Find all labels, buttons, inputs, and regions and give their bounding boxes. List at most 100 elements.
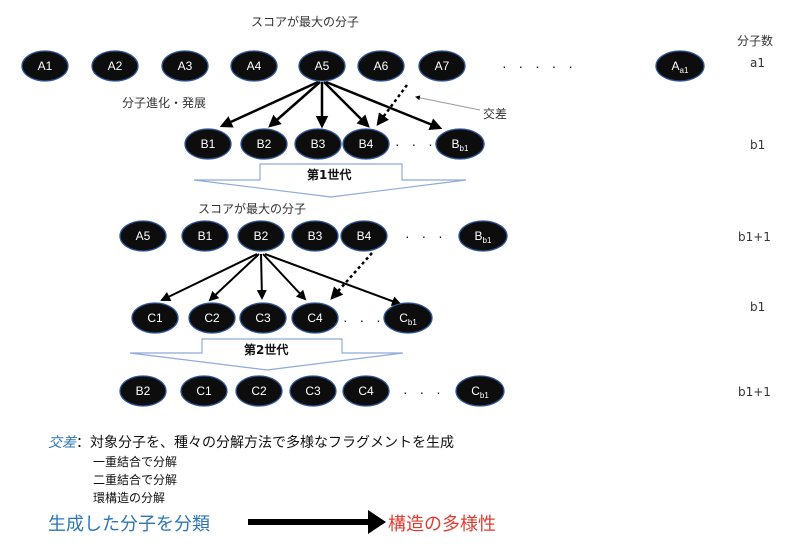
- row1-node-a7: A7: [418, 50, 466, 82]
- note-item-3: 環構造の分解: [93, 491, 166, 505]
- crossover-definition: 交差：対象分子を、種々の分解方法で多様なフラグメントを生成: [48, 432, 454, 452]
- row1-node-a7-shape: [418, 50, 466, 82]
- row1-node-a4: A4: [230, 50, 278, 82]
- row5-ellipsis: · · ·: [403, 384, 445, 400]
- evolution-arrows-gen2: [160, 253, 402, 306]
- row3-node-last-shape: [458, 220, 508, 252]
- row1-node-a4-label: A4: [247, 59, 262, 73]
- row1-node-a3: A3: [161, 50, 209, 82]
- row2-node-b3: B3: [294, 128, 342, 160]
- row4-node-c3: C3: [239, 302, 287, 334]
- gen2-label: 第2世代: [244, 342, 288, 357]
- row4-node-last: Cb1: [383, 302, 433, 334]
- row4-node-c1-label: C1: [147, 311, 163, 325]
- gen1-block-arrow: 第1世代: [193, 163, 467, 198]
- row2-node-b2: B2: [240, 128, 288, 160]
- mid-score-label: スコアが最大の分子: [198, 201, 306, 216]
- row1-node-a1: A1: [21, 50, 69, 82]
- row4-node-c4: C4: [291, 302, 339, 334]
- crossover-pointer: [415, 95, 481, 111]
- row5-node-b2-shape: [119, 375, 167, 407]
- crossover-label: 交差: [483, 106, 507, 121]
- row3-node-b3-shape: [291, 220, 339, 252]
- row5-node-c3-label: C3: [305, 384, 321, 398]
- conclusion-left: 生成した分子を分類: [48, 514, 210, 535]
- row3-node-b1-label: B1: [198, 229, 213, 243]
- row1-node-last-shape: [655, 50, 705, 82]
- row5-node-c2-shape: [235, 375, 283, 407]
- row3-node-b1: B1: [181, 220, 229, 252]
- row2-node-b4-shape: [342, 128, 390, 160]
- row5-node-c2: C2: [235, 375, 283, 407]
- row5-node-c2-label: C2: [251, 384, 267, 398]
- row1-node-a1-shape: [21, 50, 69, 82]
- evolution-label: 分子進化・発展: [122, 96, 206, 110]
- row3-node-b3-label: B3: [308, 229, 323, 243]
- crossover-text: ：対象分子を、種々の分解方法で多様なフラグメントを生成: [76, 435, 454, 451]
- row4-node-c2-label: C2: [204, 311, 220, 325]
- conclusion-right: 構造の多様性: [388, 514, 496, 535]
- row2-node-b2-shape: [240, 128, 288, 160]
- row1-node-last: Aa1: [655, 50, 705, 82]
- row4-ellipsis: · · ·: [343, 312, 385, 328]
- note-item-1: 一重結合で分解: [93, 455, 178, 469]
- row3-node-b4: B4: [340, 220, 388, 252]
- row3-node-b4-label: B4: [357, 229, 372, 243]
- row4-node-last-shape: [383, 302, 433, 334]
- row4-node-c3-shape: [239, 302, 287, 334]
- row2-node-b1: B1: [184, 128, 232, 160]
- row4-node-c1-shape: [131, 302, 179, 334]
- row1-node-a1-label: A1: [38, 59, 53, 73]
- row2-node-b3-shape: [294, 128, 342, 160]
- row4-node-c2-shape: [188, 302, 236, 334]
- row2-node-last-shape: [435, 128, 485, 160]
- row2-node-b1-label: B1: [201, 137, 216, 151]
- note-item-2: 二重結合で分解: [93, 473, 178, 487]
- row1-node-a2-label: A2: [108, 59, 123, 73]
- row1-node-a2-shape: [91, 50, 139, 82]
- row5-node-last: Cb1: [455, 375, 505, 407]
- row5-node-c4-shape: [342, 375, 390, 407]
- count-row4: b1: [750, 300, 765, 314]
- gen2-block-arrow: 第2世代: [129, 338, 404, 371]
- row3-node-a5-label: A5: [136, 229, 151, 243]
- row1-node-a6: A6: [357, 50, 405, 82]
- row3-node-b1-shape: [181, 220, 229, 252]
- row5-node-b2: B2: [119, 375, 167, 407]
- row5-node-c1-shape: [180, 375, 228, 407]
- row3-ellipsis: · · ·: [405, 228, 447, 244]
- row1-node-a6-label: A6: [374, 59, 389, 73]
- count-row5: b1+1: [738, 385, 771, 399]
- row5-node-b2-label: B2: [136, 384, 151, 398]
- row5-node-c3-shape: [289, 375, 337, 407]
- row1-node-a3-label: A3: [178, 59, 193, 73]
- conclusion-arrow-head: [368, 510, 386, 534]
- row3-node-b3: B3: [291, 220, 339, 252]
- row5-node-c4-label: C4: [358, 384, 374, 398]
- crossover-term: 交差: [48, 435, 76, 451]
- row1-node-a5-shape: [298, 50, 346, 82]
- row1-node-a2: A2: [91, 50, 139, 82]
- row3-node-b2: B2: [237, 220, 285, 252]
- row4-node-c2: C2: [188, 302, 236, 334]
- row3-node-b2-label: B2: [254, 229, 269, 243]
- count-row2: b1: [750, 138, 765, 152]
- count-row1: a1: [750, 56, 765, 70]
- row2-node-b2-label: B2: [257, 137, 272, 151]
- evolution-arrows-gen1: [219, 80, 443, 131]
- row2-node-b3-label: B3: [311, 137, 326, 151]
- row3-node-b4-shape: [340, 220, 388, 252]
- row1-node-a4-shape: [230, 50, 278, 82]
- row1-node-a5-label: A5: [315, 59, 330, 73]
- row2-ellipsis: · · ·: [395, 136, 437, 152]
- row3-node-last: Bb1: [458, 220, 508, 252]
- row4-node-c1: C1: [131, 302, 179, 334]
- row5-node-c1: C1: [180, 375, 228, 407]
- count-header: 分子数: [737, 33, 773, 48]
- crossover-arrow-gen2: [330, 252, 373, 300]
- row5-node-c3: C3: [289, 375, 337, 407]
- row2-node-last: Bb1: [435, 128, 485, 160]
- row1-ellipsis: · · · · ·: [502, 58, 577, 74]
